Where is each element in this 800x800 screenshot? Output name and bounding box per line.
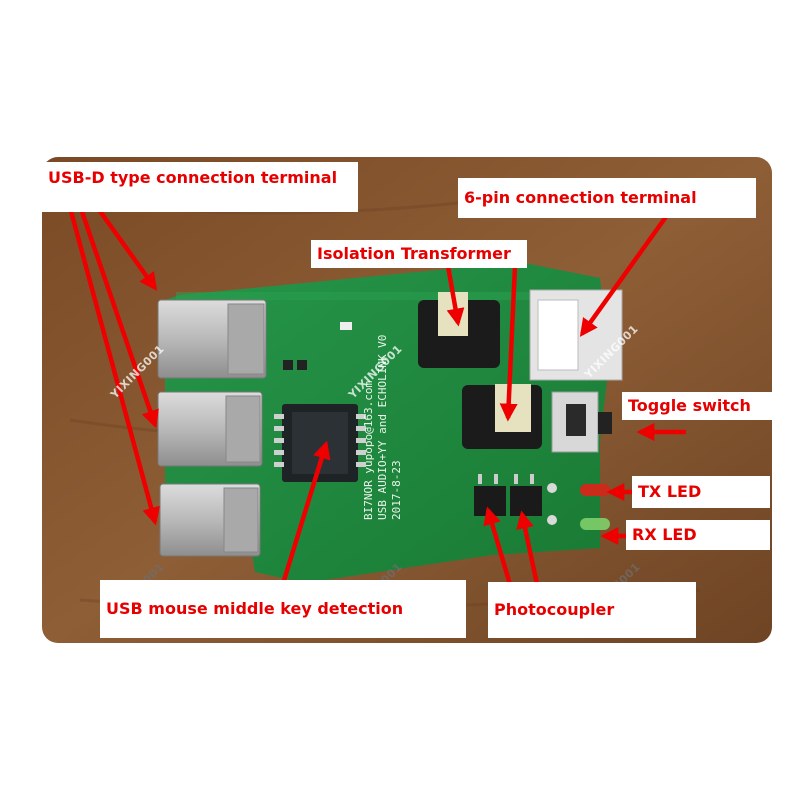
board-text-line2: USB AUDIO+YY and ECHOLINK V0 bbox=[376, 335, 389, 520]
label-rx-led: RX LED bbox=[626, 520, 770, 550]
label-isolation-transformer: Isolation Transformer bbox=[311, 240, 527, 268]
toggle-switch bbox=[551, 391, 612, 453]
six-pin-terminal bbox=[529, 289, 623, 381]
label-tx-led: TX LED bbox=[632, 476, 770, 508]
usb-connectors bbox=[157, 299, 267, 557]
board-text-line3: 2017-8-23 bbox=[390, 460, 403, 520]
board-text-line1: BI7NOR yupopo@163.com bbox=[362, 381, 375, 520]
label-toggle-switch: Toggle switch bbox=[622, 392, 772, 420]
label-photocoupler: Photocoupler bbox=[488, 582, 696, 638]
label-usb-d-terminal: USB-D type connection terminal bbox=[42, 162, 358, 212]
label-six-pin-terminal: 6-pin connection terminal bbox=[458, 178, 756, 218]
label-usb-mouse-detection: USB mouse middle key detection bbox=[100, 580, 466, 638]
